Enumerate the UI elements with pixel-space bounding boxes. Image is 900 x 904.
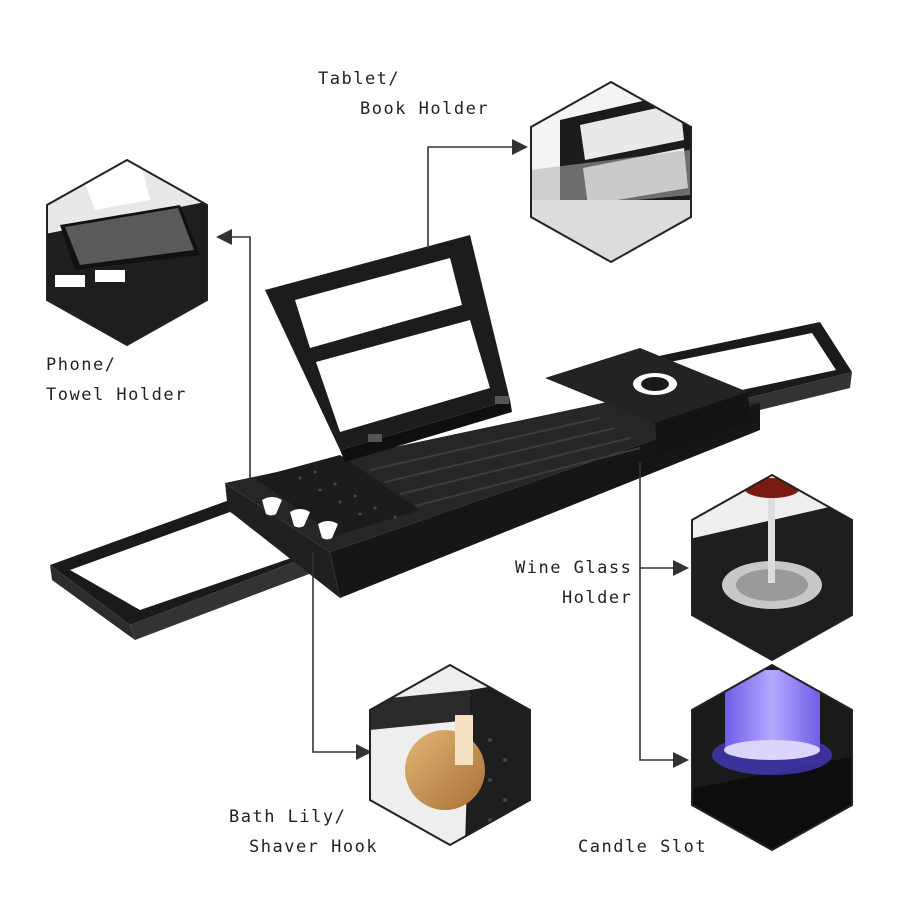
triangle-arrow-icon [356,744,372,760]
phone-holder-closeup [46,158,208,347]
bath-caddy-tray [50,235,852,640]
callout-lines [232,146,673,761]
triangle-arrow-icon [673,752,689,768]
tablet-holder-closeup [530,80,692,264]
tablet-label-line1: Tablet/ [318,69,401,89]
tray-body [225,348,760,598]
phone-holder-label: Phone/ Towel Holder [46,350,187,410]
wine-glass-holder-closeup [691,473,853,662]
bath-label-line1: Bath Lily/ [229,807,347,827]
phone-label-line1: Phone/ [46,355,117,375]
bath-label-line2: Shaver Hook [249,837,379,857]
triangle-arrow-icon [673,560,689,576]
callout-arrows [216,139,689,768]
left-extension-arm [50,498,325,640]
bath-lily-label: Bath Lily/ Shaver Hook [229,802,378,862]
phone-label-line2: Towel Holder [46,385,187,405]
wine-label-line2: Holder [561,588,633,608]
wine-label-line1: Wine Glass [515,558,633,578]
triangle-arrow-icon [216,229,232,245]
candle-slot-label: Candle Slot [578,832,707,862]
candle-slot-closeup [691,663,853,852]
wine-glass-holder-label: Wine Glass Holder [515,553,632,613]
tablet-label-line2: Book Holder [360,99,490,119]
bath-lily-hook-closeup [369,663,531,847]
tablet-holder-label: Tablet/ Book Holder [318,64,489,124]
candle-label-line1: Candle Slot [578,837,708,857]
tablet-stand [265,235,512,462]
triangle-arrow-icon [512,139,528,155]
